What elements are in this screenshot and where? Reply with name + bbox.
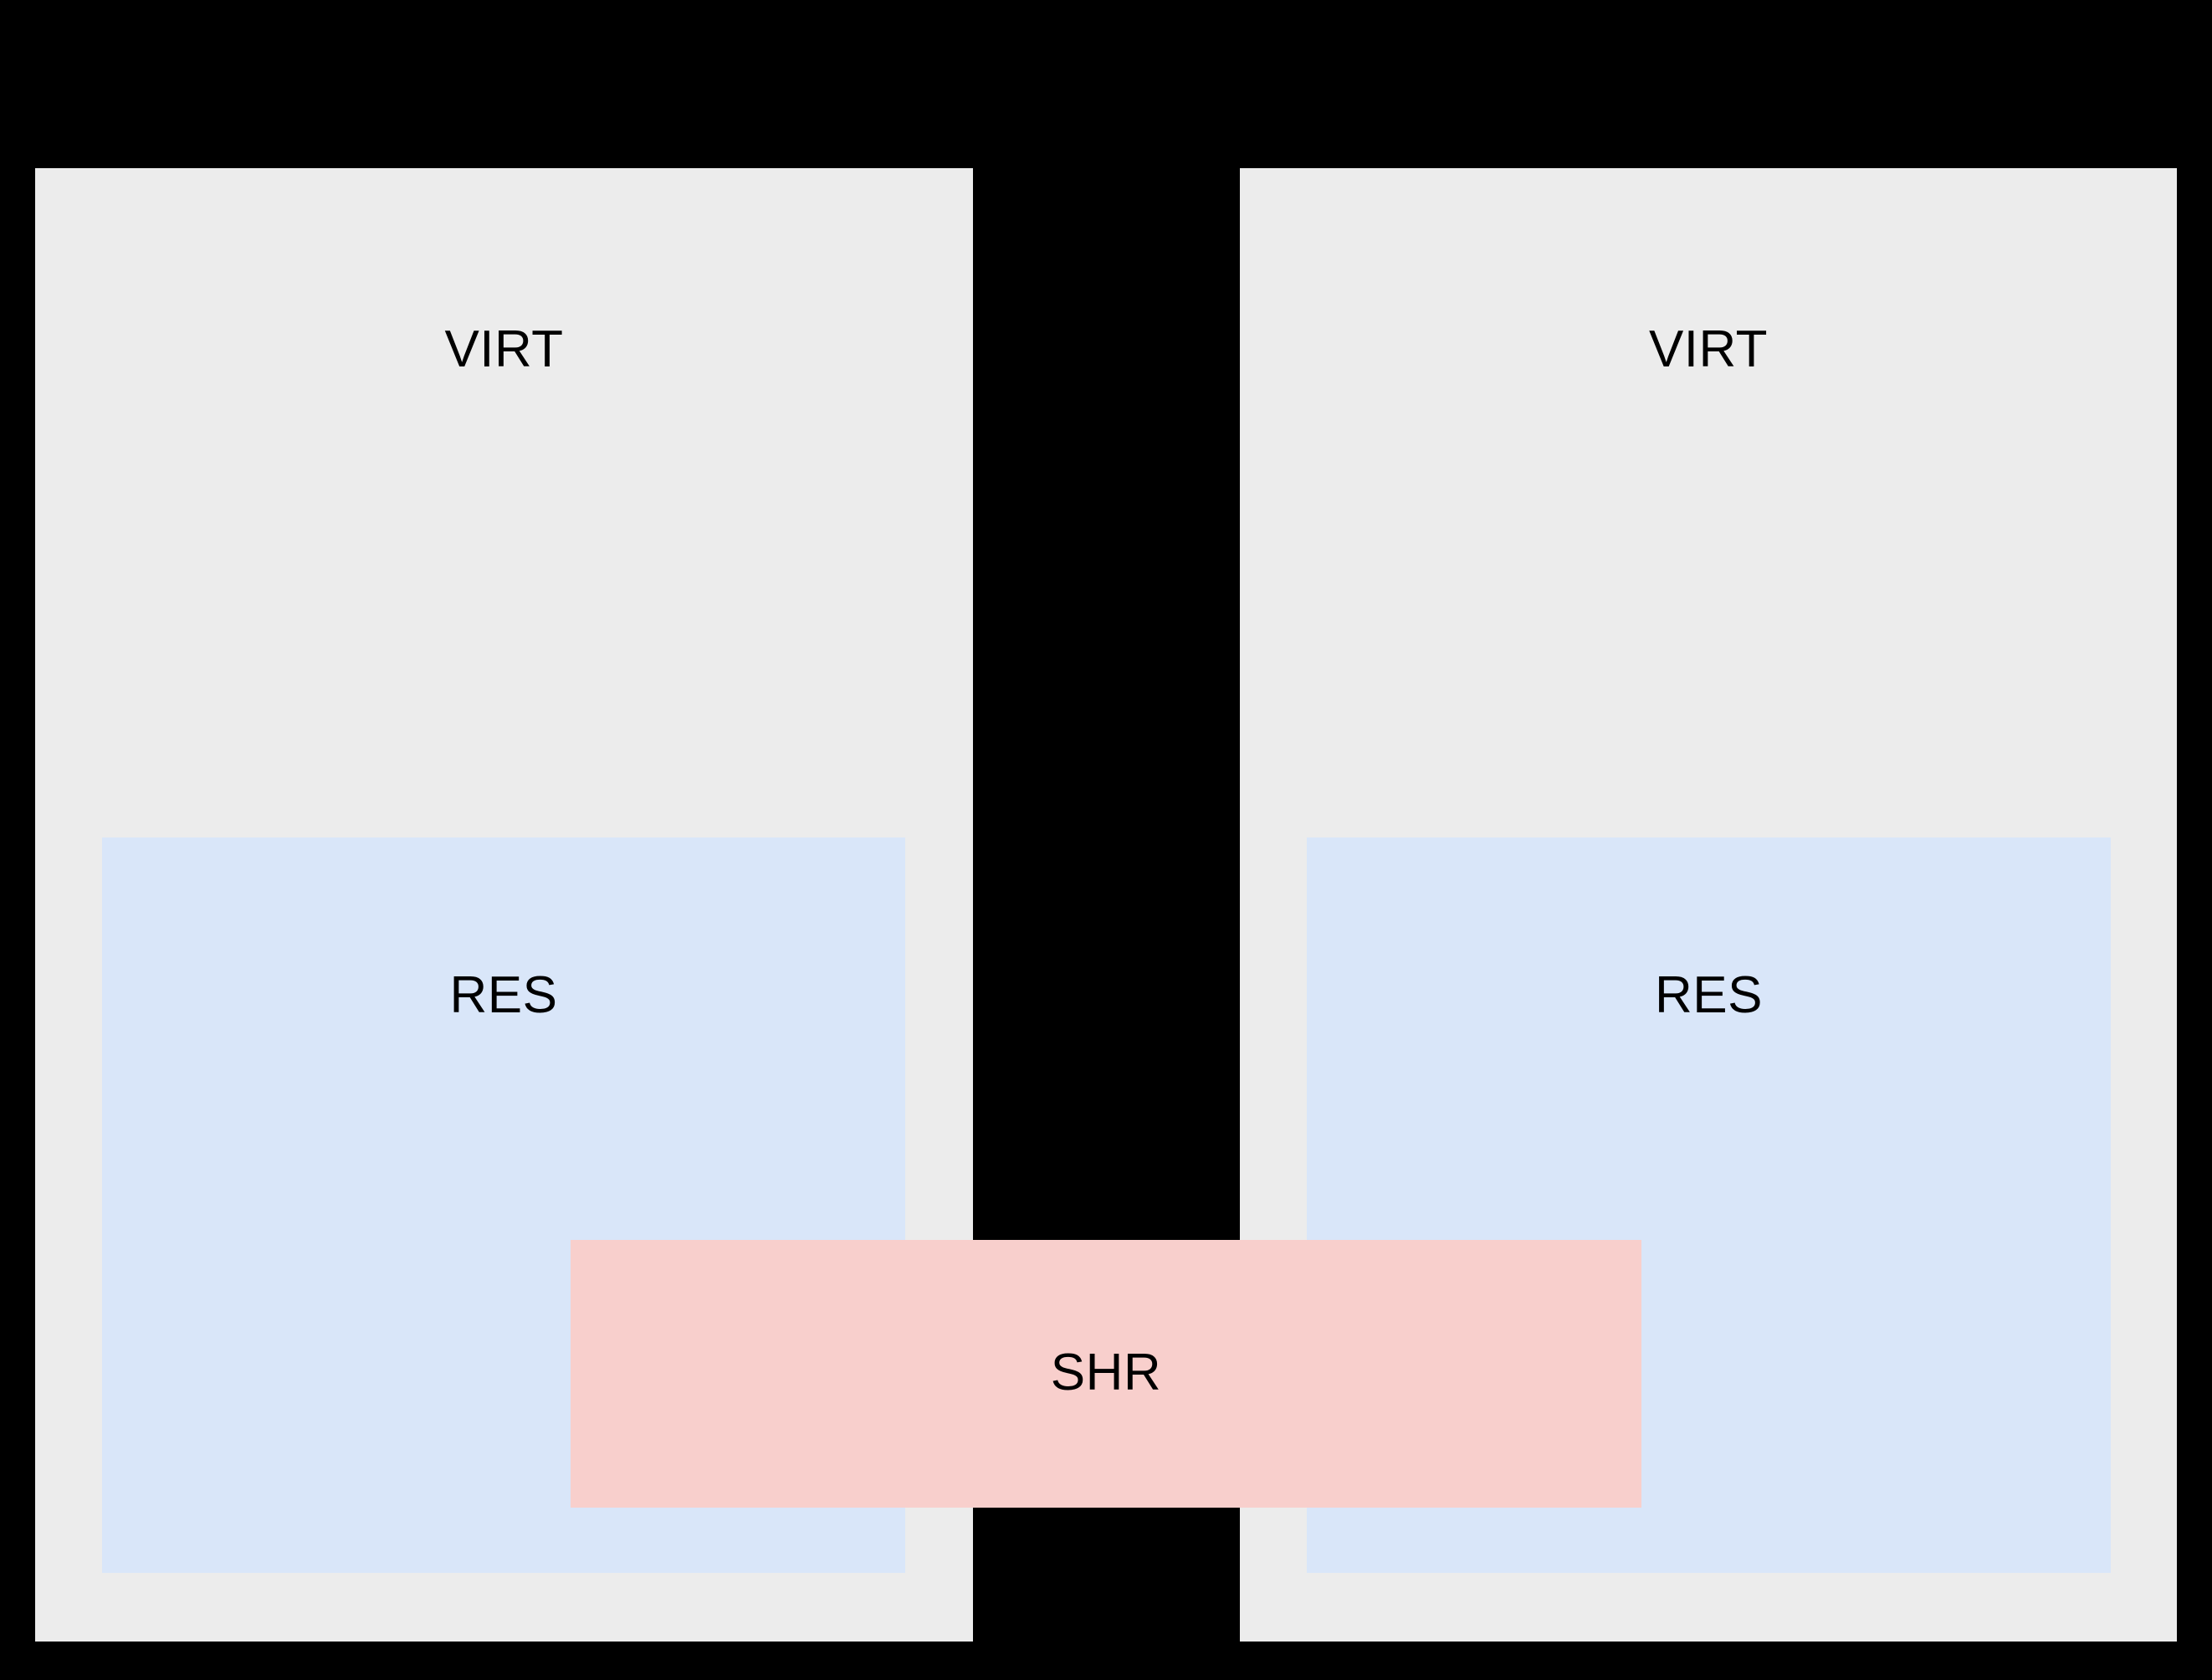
res-label-right: RES [1655,966,1763,1024]
virt-label-right: VIRT [1648,320,1769,378]
shr-label: SHR [1050,1344,1162,1401]
virt-label-left: VIRT [444,320,564,378]
shr-shared-region: SHR [571,1240,1641,1508]
res-label-left: RES [449,966,558,1024]
